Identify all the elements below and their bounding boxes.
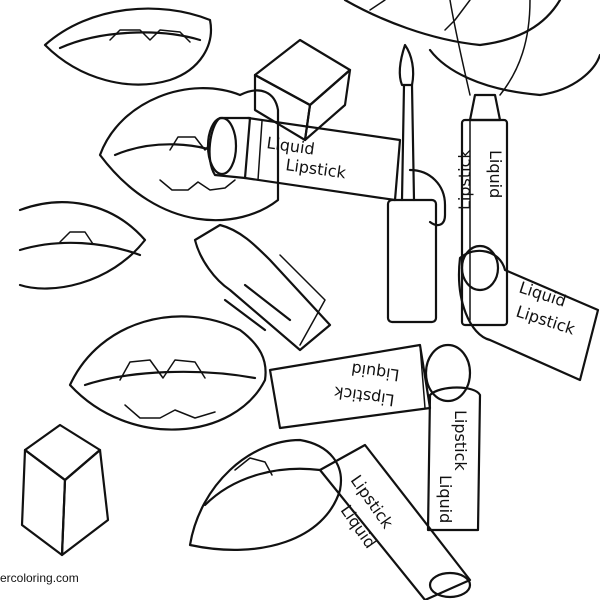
lips-top-right	[343, 0, 600, 97]
lipstick-label-right: Lipstick	[455, 149, 474, 210]
lips-center-lower	[68, 315, 267, 431]
lipstick-label-middle: Lipstick	[332, 382, 395, 409]
lipstick-label-bottom-vertical: Lipstick	[451, 410, 470, 471]
lips-left-middle	[18, 201, 147, 290]
lip-gloss-wand	[386, 43, 447, 324]
liquid-lipstick-tube-middle: Liquid Lipstick	[268, 343, 472, 430]
liquid-label-middle: Liquid	[350, 359, 400, 385]
lipstick-open-center	[193, 223, 332, 352]
lipstick-label-upper: Lipstick	[284, 155, 347, 182]
lips-top-left	[43, 7, 213, 86]
liquid-label-bottom-vertical: Liquid	[436, 475, 455, 523]
cube-top	[253, 38, 352, 142]
lips-center-upper	[98, 87, 280, 222]
liquid-label-right: Liquid	[486, 150, 505, 198]
watermark-text: ercoloring.com	[0, 571, 79, 585]
lipstick-label-lower-right: Lipstick	[514, 302, 578, 339]
liquid-lipstick-tube-right: Liquid Lipstick	[449, 0, 531, 327]
liquid-lipstick-tube-lower-right: Liquid Lipstick	[458, 244, 600, 382]
cube-bottom-left	[20, 423, 110, 557]
lips-bottom	[188, 438, 343, 551]
liquid-lipstick-tube-upper: Liquid Lipstick	[206, 116, 402, 202]
liquid-lipstick-tube-bottom-vertical: Lipstick Liquid	[426, 386, 482, 532]
